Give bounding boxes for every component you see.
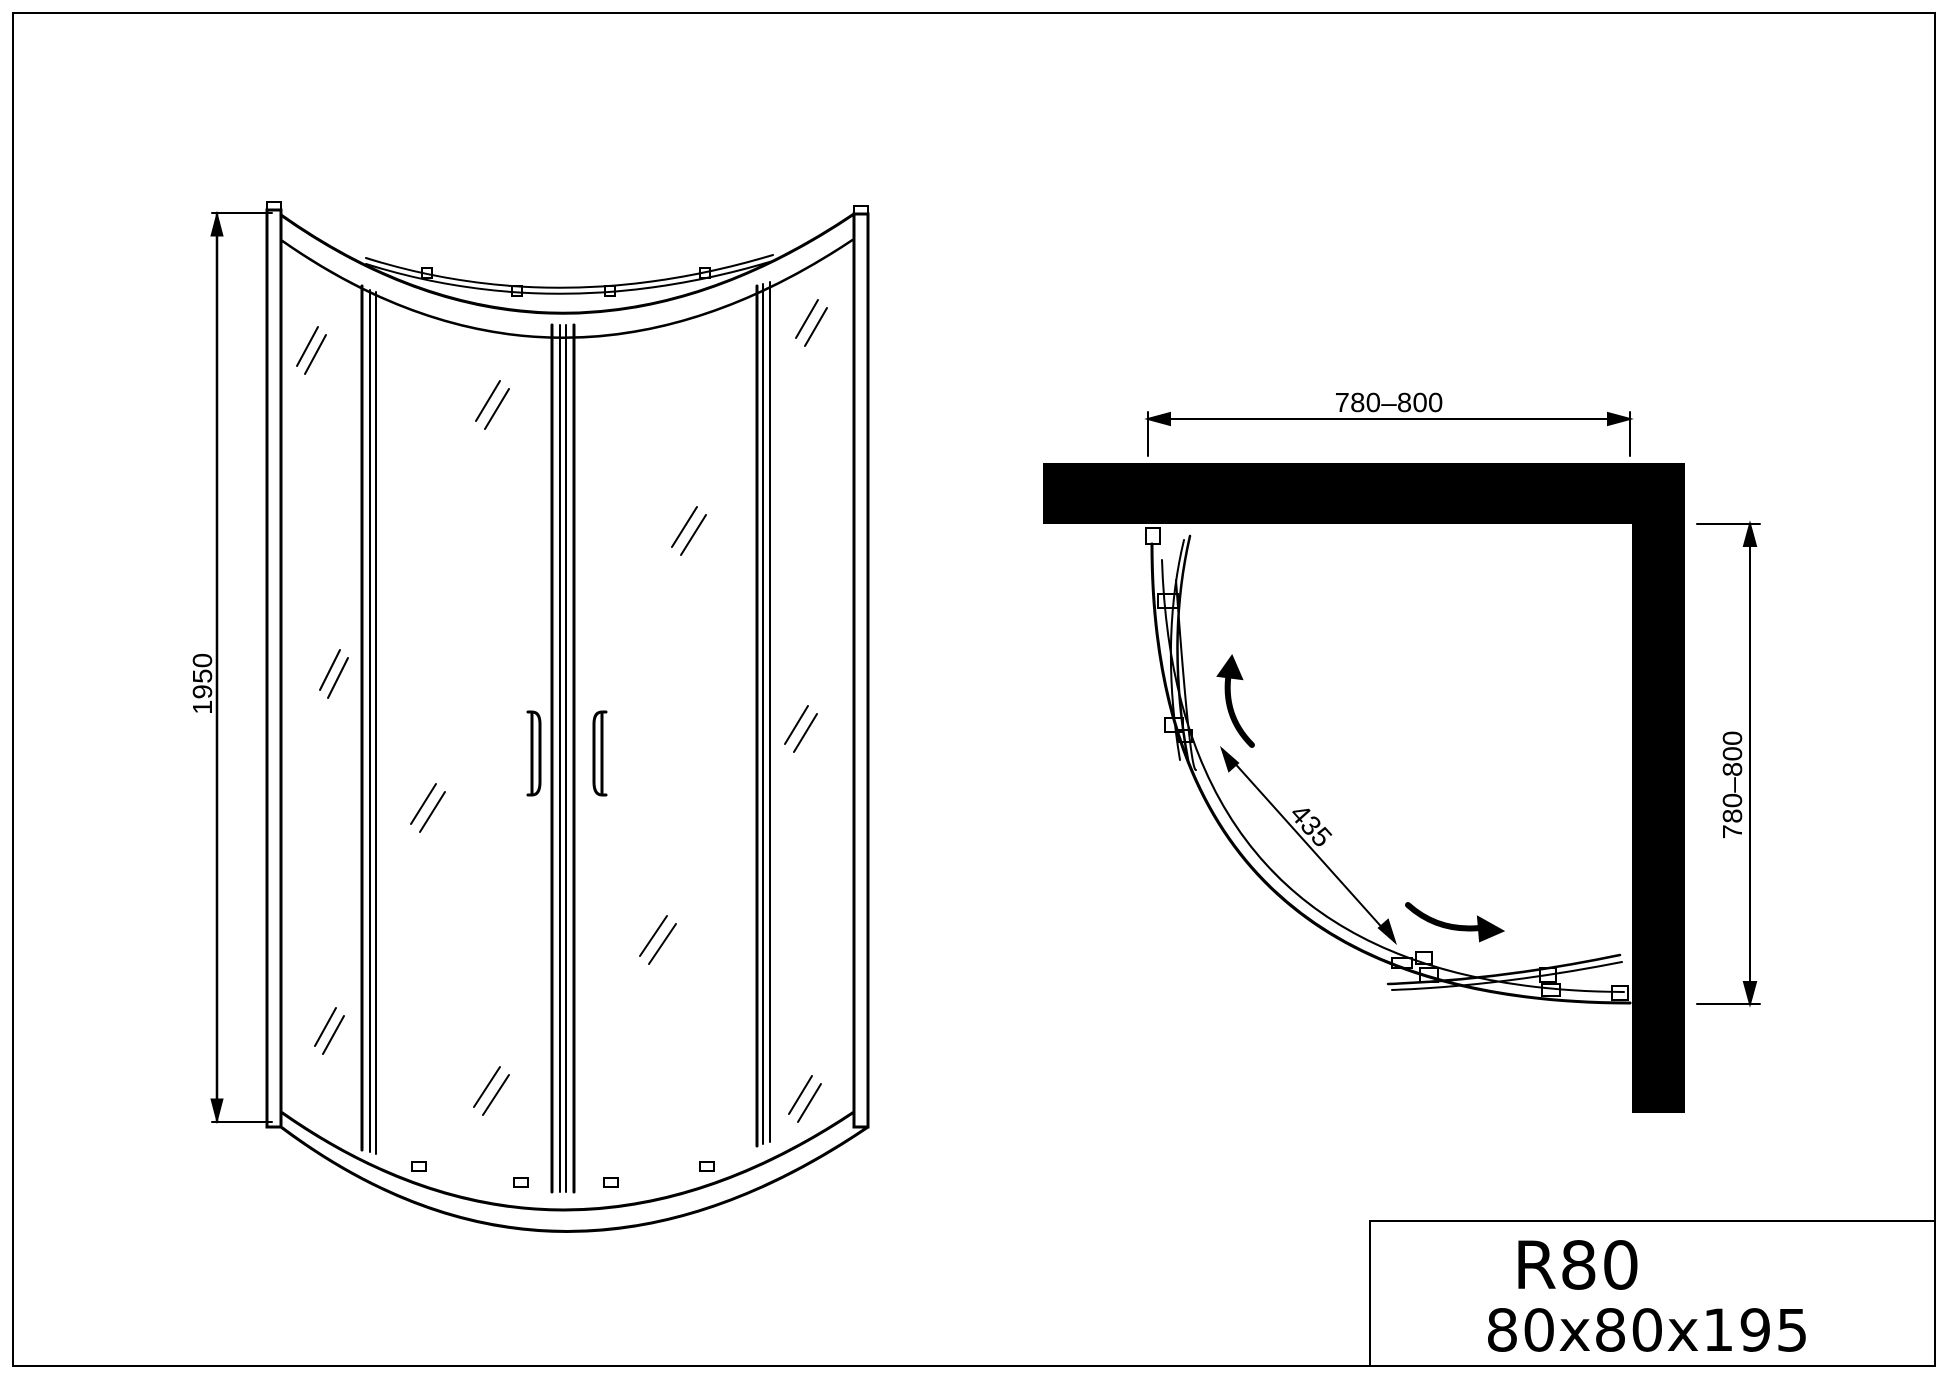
upper-opening-arrow bbox=[1224, 669, 1255, 748]
plan-view bbox=[1043, 411, 1761, 1113]
title-block: R80 80x80x195 bbox=[1369, 1220, 1935, 1366]
right-door-leaf bbox=[1386, 953, 1622, 986]
wall-section bbox=[1043, 463, 1685, 1113]
left-door-handle bbox=[526, 710, 542, 797]
glass-reflection-marks bbox=[296, 299, 828, 1123]
front-elevation-view bbox=[210, 201, 870, 1233]
width-label: 780–800 bbox=[1334, 387, 1443, 418]
height-label: 1950 bbox=[187, 653, 218, 715]
bottom-curved-rail bbox=[279, 1110, 856, 1212]
depth-dimension bbox=[1696, 520, 1761, 1008]
right-door-handle bbox=[592, 710, 608, 797]
lower-opening-arrow bbox=[1405, 902, 1483, 932]
drawing-frame bbox=[12, 12, 1936, 1367]
door-opening-dimension bbox=[1219, 745, 1398, 946]
depth-label: 780–800 bbox=[1717, 730, 1748, 839]
height-dimension bbox=[210, 211, 273, 1124]
left-wall-profile bbox=[265, 208, 283, 1129]
plan-fittings bbox=[1145, 527, 1629, 1001]
enclosure-outer-arc bbox=[1150, 542, 1632, 1005]
model-name: R80 bbox=[1512, 1228, 1642, 1305]
right-wall-profile bbox=[852, 212, 870, 1129]
width-dimension bbox=[1144, 411, 1634, 457]
bottom-guides bbox=[411, 1161, 715, 1188]
opening-arrows bbox=[1216, 653, 1506, 943]
door-opening-label: 435 bbox=[1284, 798, 1338, 853]
top-rollers bbox=[421, 267, 711, 297]
model-size: 80x80x195 bbox=[1484, 1297, 1811, 1365]
